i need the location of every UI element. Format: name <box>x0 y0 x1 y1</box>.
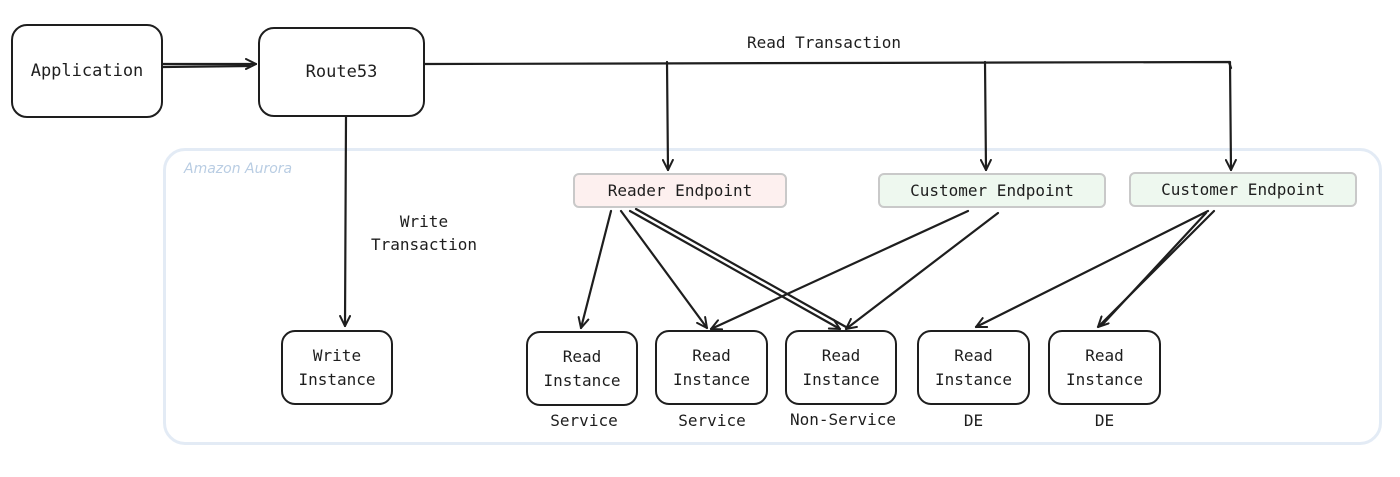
arrow-to-reader-endpoint <box>661 60 674 172</box>
write-instance-label: Write Instance <box>298 345 376 389</box>
arrow-customer1-to-read-2 <box>709 209 970 331</box>
arrow-customer2-to-read-4 <box>974 209 1210 329</box>
instance-tag-3: Non-Service <box>790 410 896 429</box>
amazon-aurora-group <box>163 148 1382 445</box>
customer-endpoint-label-1: Customer Endpoint <box>910 181 1074 200</box>
application-node: Application <box>11 24 163 118</box>
arrow-route53-to-write-instance <box>339 115 352 328</box>
read-transaction-bus <box>423 60 1233 70</box>
read-transaction-label: Read Transaction <box>746 33 902 52</box>
write-transaction-label: Write Transaction <box>371 212 477 254</box>
read-instance-label-5: Read Instance <box>1065 345 1144 389</box>
read-instance-label-3: Read Instance <box>802 345 880 389</box>
read-instance-node-5: Read Instance <box>1048 330 1161 405</box>
customer-endpoint-node-2: Customer Endpoint <box>1129 172 1357 207</box>
arrow-app-to-route53-second-stroke <box>161 64 252 69</box>
instance-tag-4: DE <box>963 411 984 430</box>
read-instance-node-4: Read Instance <box>917 330 1030 405</box>
amazon-aurora-label: Amazon Aurora <box>184 161 293 177</box>
read-instance-label-2: Read Instance <box>672 345 751 389</box>
arrow-customer1-to-read-3 <box>844 211 1000 331</box>
instance-tag-2: Service <box>678 411 746 430</box>
application-label: Application <box>30 61 144 81</box>
read-instance-node-2: Read Instance <box>655 330 768 405</box>
arrow-reader-to-read-2 <box>619 209 709 330</box>
route53-node: Route53 <box>258 27 425 117</box>
read-instance-node-3: Read Instance <box>785 330 897 405</box>
arrow-reader-to-read-1 <box>577 209 613 330</box>
reader-endpoint-label: Reader Endpoint <box>607 181 753 200</box>
instance-tag-5: DE <box>1094 411 1115 430</box>
read-instance-label-1: Read Instance <box>543 346 621 390</box>
instance-tag-1: Service <box>550 411 618 430</box>
read-instance-node-1: Read Instance <box>526 331 638 406</box>
arrow-to-customer-endpoint-1 <box>979 60 992 172</box>
route53-label: Route53 <box>305 62 378 82</box>
arrow-customer2-to-read-5-second-stroke <box>1100 211 1208 327</box>
customer-endpoint-node-1: Customer Endpoint <box>878 173 1106 208</box>
arrow-to-customer-endpoint-2 <box>1224 60 1237 172</box>
arrow-reader-to-read-3 <box>628 209 842 331</box>
customer-endpoint-label-2: Customer Endpoint <box>1161 180 1325 199</box>
write-instance-node: Write Instance <box>281 330 393 405</box>
reader-endpoint-node: Reader Endpoint <box>573 173 787 208</box>
read-instance-label-4: Read Instance <box>934 345 1013 389</box>
arrow-reader-to-read-3-second-stroke <box>634 207 848 329</box>
